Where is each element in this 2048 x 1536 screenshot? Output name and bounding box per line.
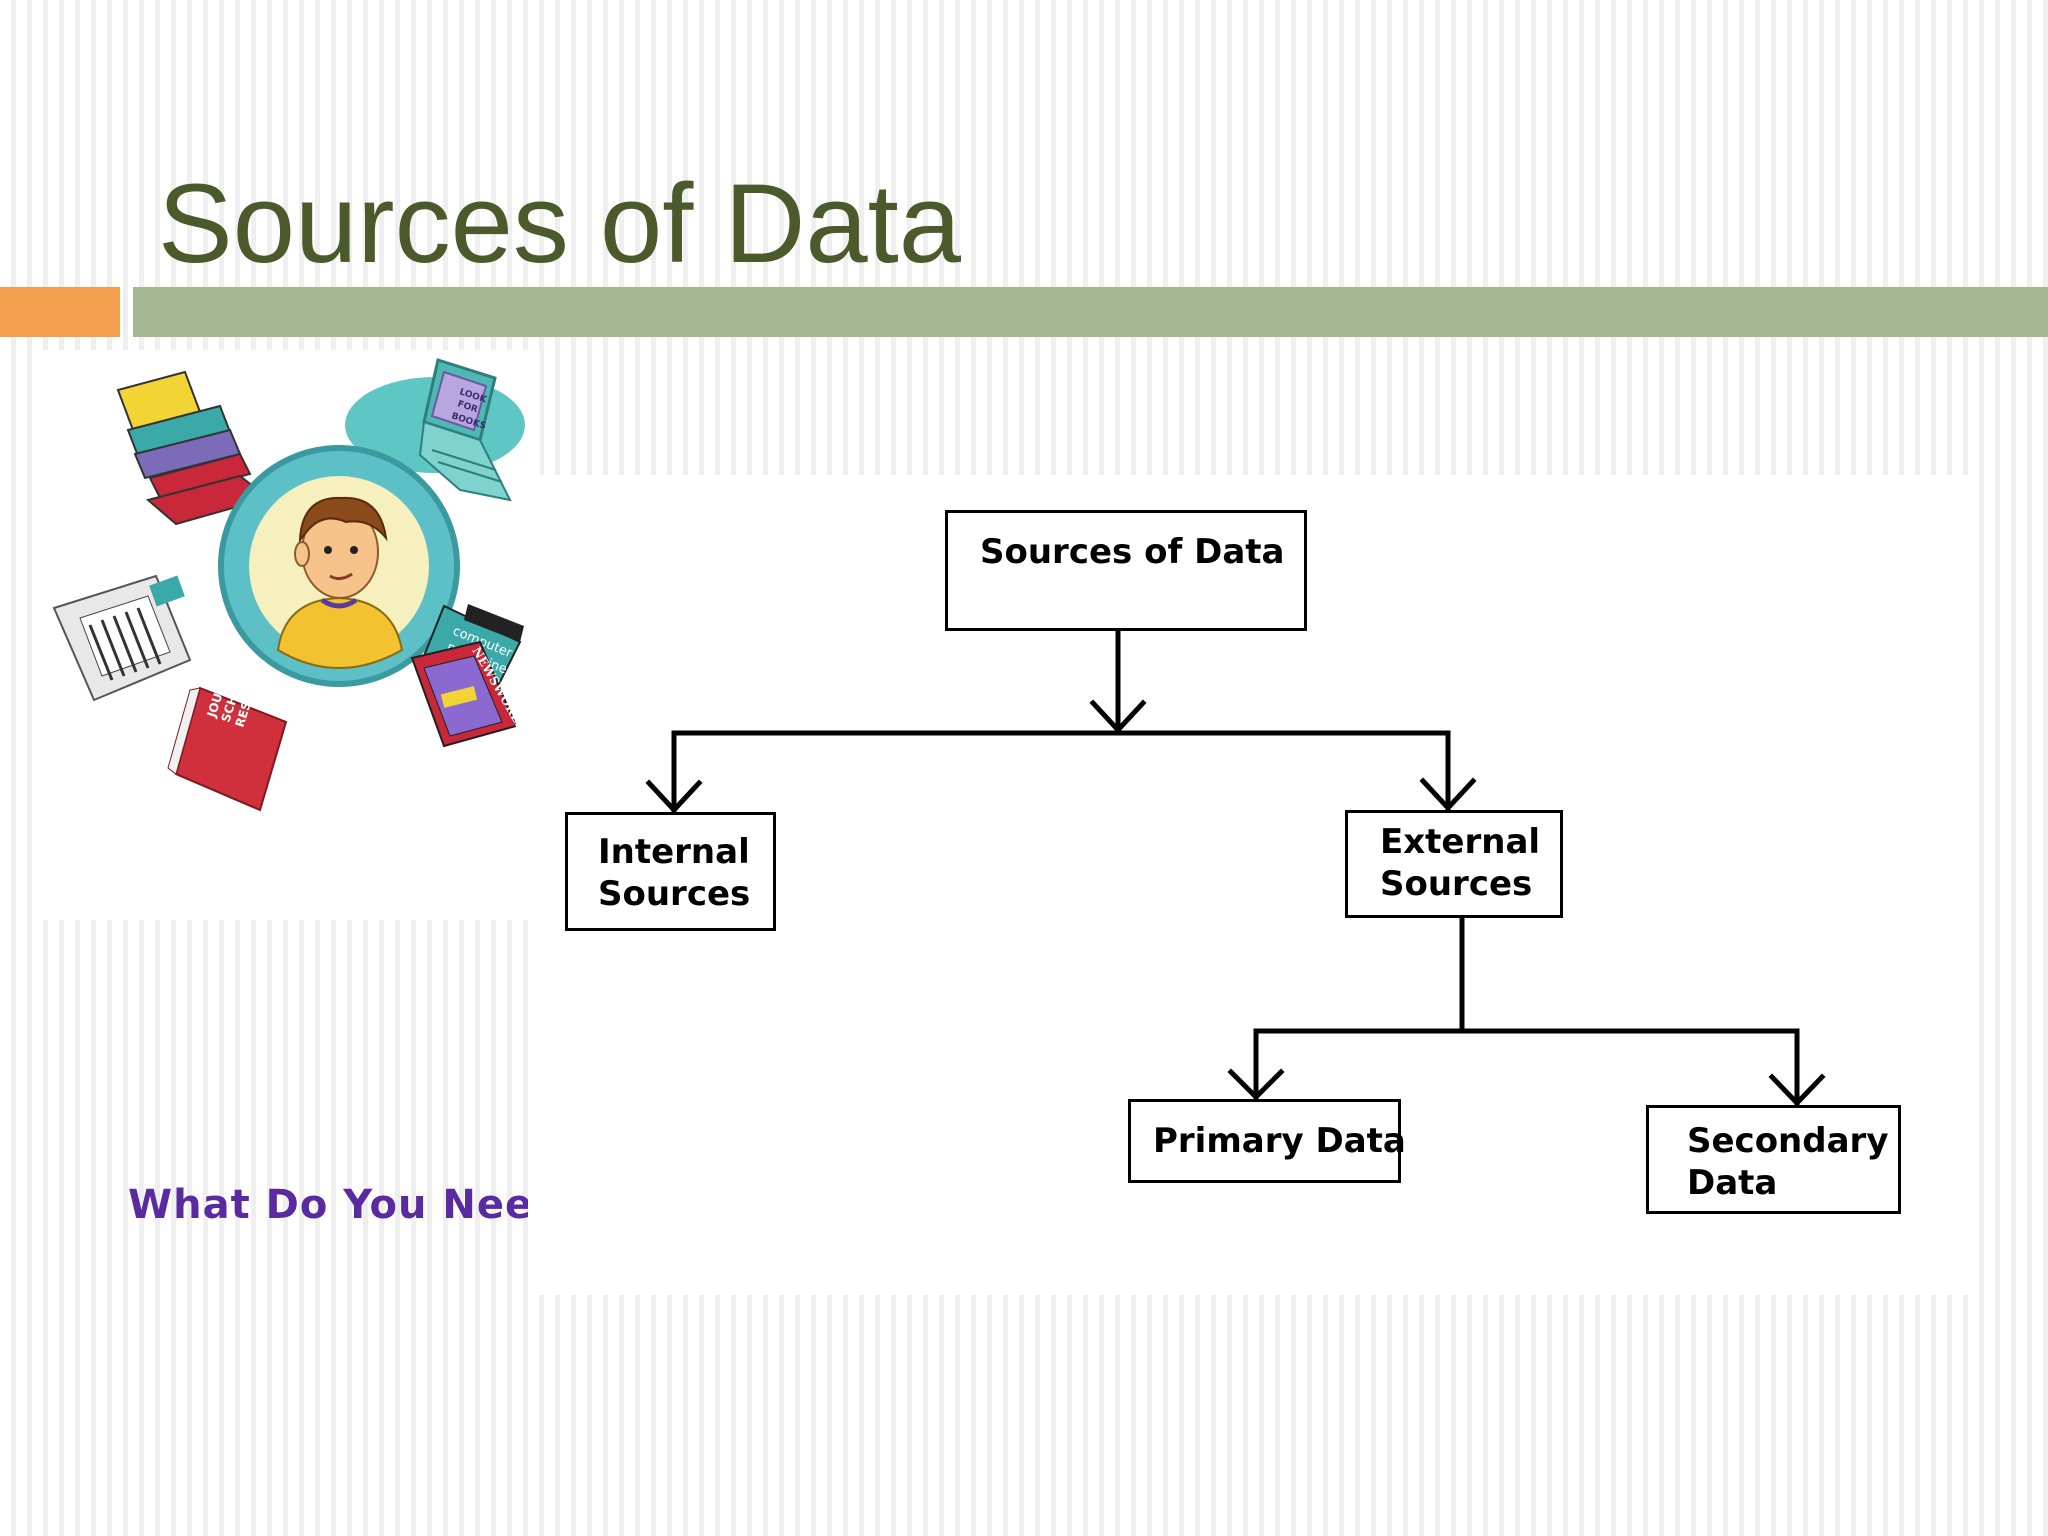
student-avatar-icon: [218, 445, 460, 687]
node-sources-of-data: Sources of Data: [945, 510, 1307, 631]
node-external-sources: External Sources: [1345, 810, 1563, 918]
node-primary-data-label: Primary Data: [1153, 1121, 1406, 1161]
diagram-connectors: [645, 628, 1826, 1107]
arrow-external: [1419, 777, 1477, 812]
journal-icon: JOURNAL of SCHOLARLY RESEARCH: [167, 639, 288, 812]
clipart-caption: What Do You Need?: [128, 1182, 587, 1228]
arrow-root: [1089, 699, 1147, 734]
node-internal-sources: Internal Sources: [565, 812, 776, 931]
arrow-secondary: [1768, 1073, 1826, 1107]
title-accent-bar-green: [133, 287, 2048, 337]
node-internal-sources-label-1: Internal: [598, 832, 750, 872]
research-clipart-drawing: LOOK FOR BOOKS: [52, 358, 529, 812]
newspaper-icon: [52, 574, 192, 702]
node-secondary-data: Secondary Data: [1646, 1105, 1901, 1214]
arrow-internal: [645, 779, 703, 814]
node-external-sources-label-2: Sources: [1380, 864, 1533, 904]
title-accent-bar-orange: [0, 287, 120, 337]
research-clipart: LOOK FOR BOOKS: [40, 350, 586, 1228]
slide-title: Sources of Data: [158, 161, 962, 286]
node-sources-of-data-label: Sources of Data: [980, 532, 1285, 572]
node-primary-data: Primary Data: [1128, 1099, 1406, 1183]
computer-icon: LOOK FOR BOOKS: [345, 358, 525, 502]
node-internal-sources-label-2: Sources: [598, 874, 751, 914]
node-external-sources-label-1: External: [1380, 822, 1541, 862]
arrow-primary: [1227, 1068, 1285, 1101]
node-secondary-data-label-1: Secondary: [1687, 1121, 1889, 1161]
node-secondary-data-label-2: Data: [1687, 1163, 1778, 1203]
magazines-icon: computer magazine NEWSWORLD: [410, 604, 529, 748]
sources-hierarchy-diagram: Sources of Data Internal Sources Externa…: [528, 475, 1978, 1295]
